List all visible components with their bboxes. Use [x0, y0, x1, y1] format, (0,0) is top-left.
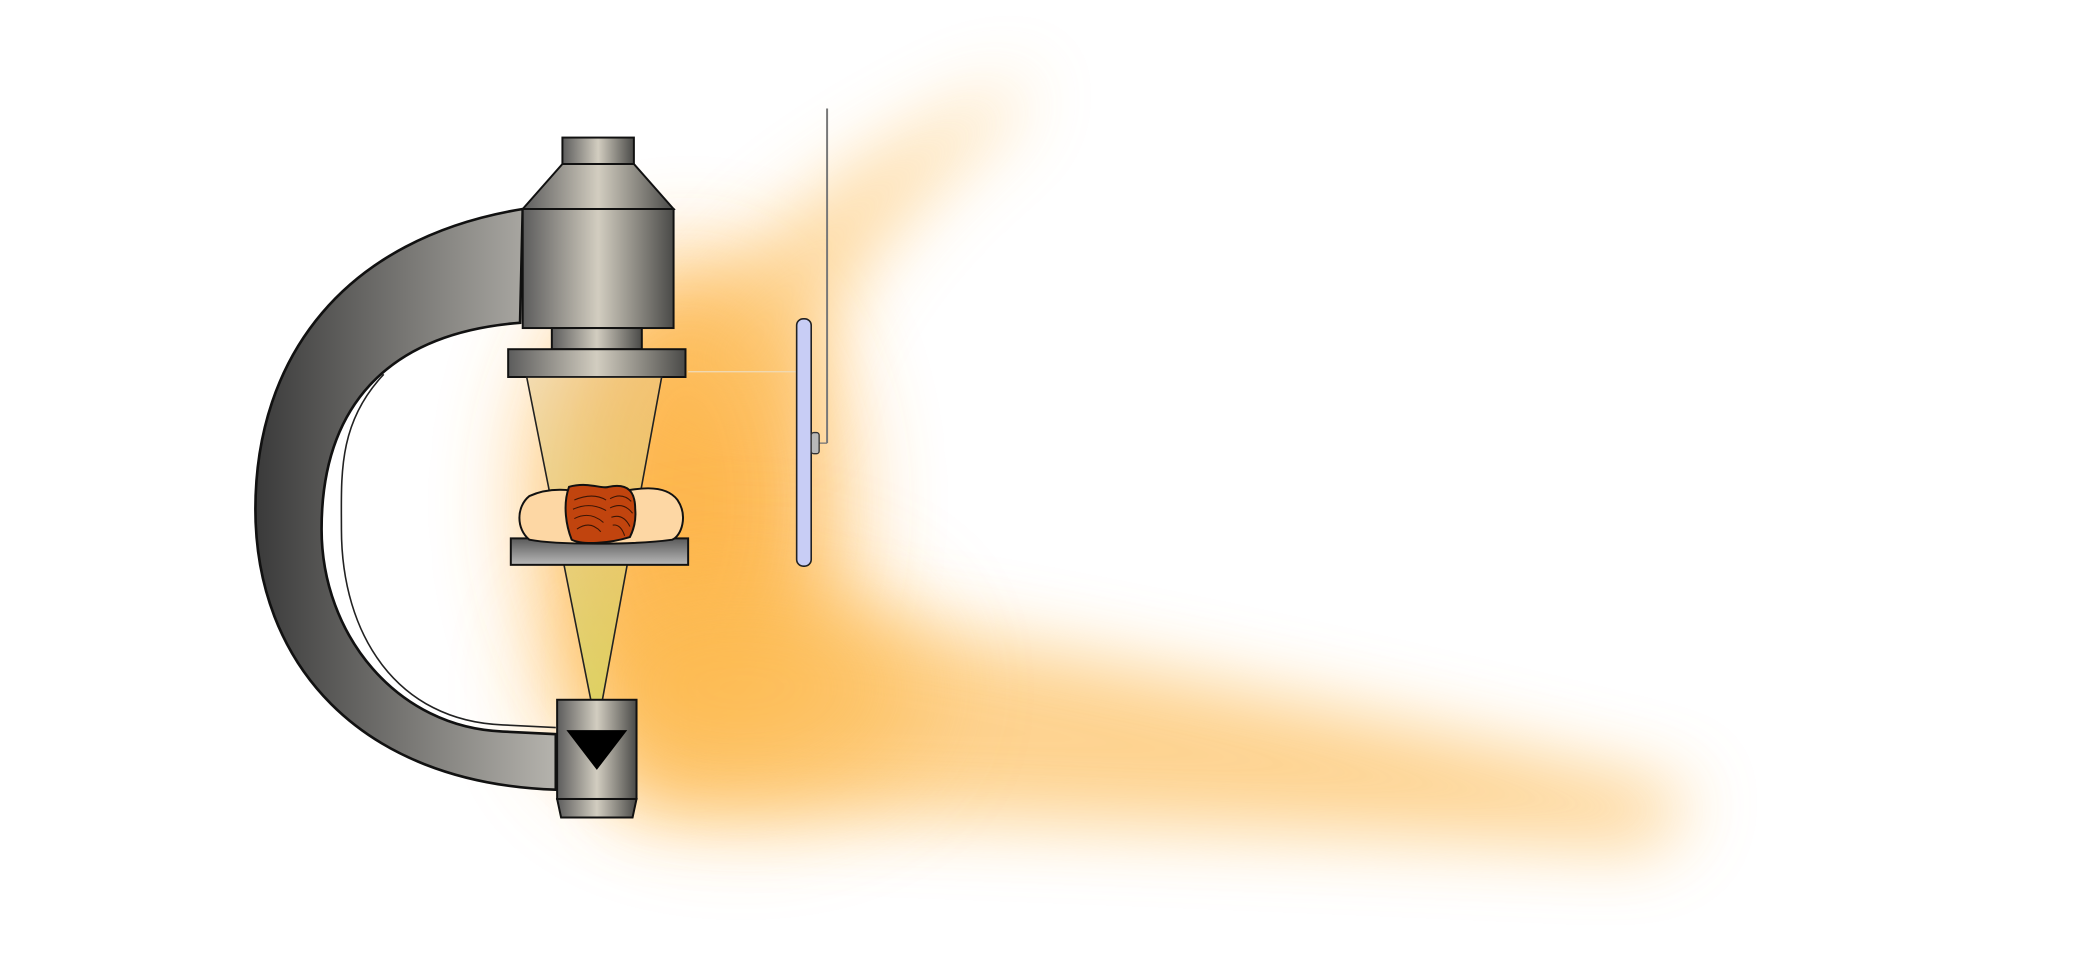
radiation-shield: [795, 108, 829, 567]
focal-spot-icon: [566, 730, 628, 770]
patient: [518, 483, 684, 545]
xray-source: [555, 698, 638, 819]
scatter-radiation-glow: [542, 79, 1694, 847]
c-arm: [254, 207, 558, 792]
patient-organ: [564, 483, 637, 544]
